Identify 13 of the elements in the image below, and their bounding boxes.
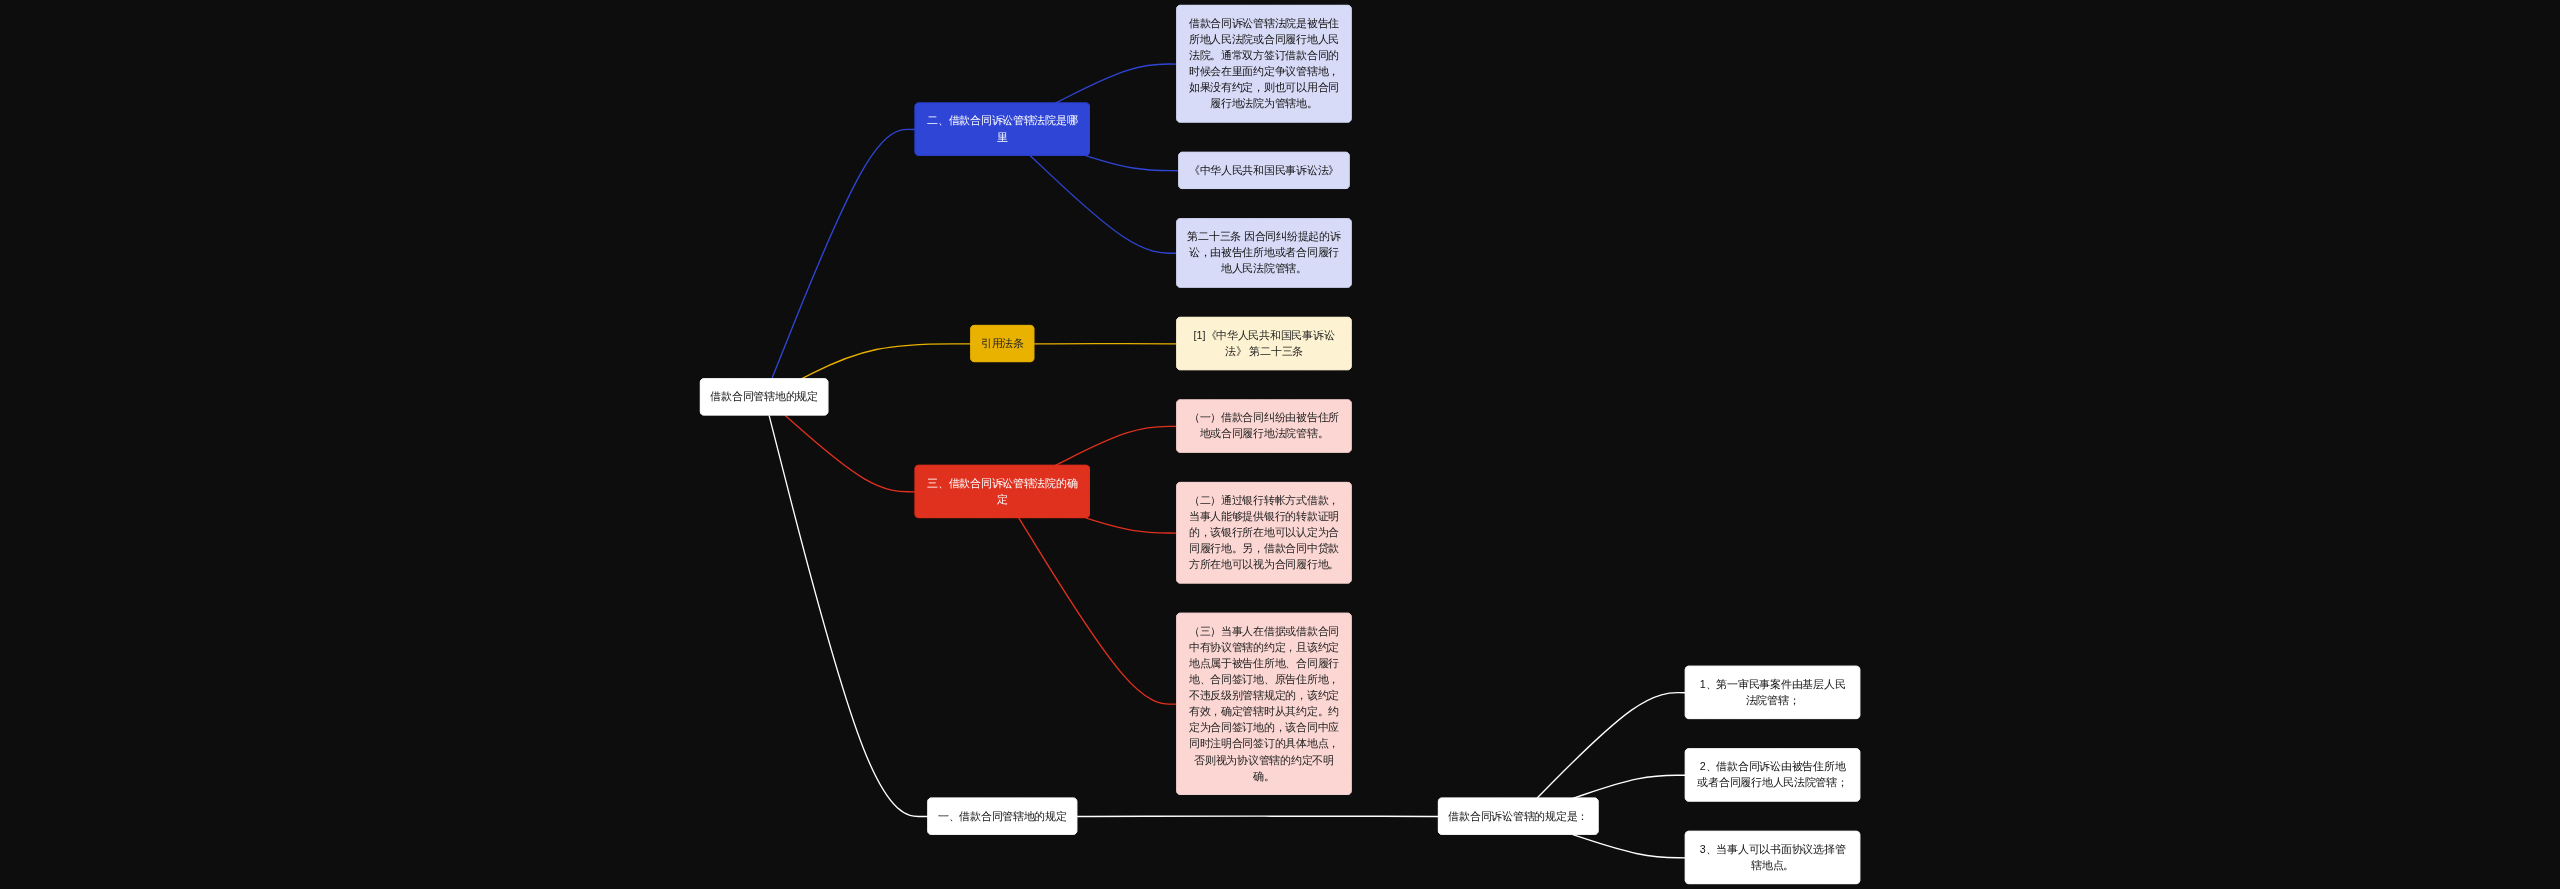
connector: [800, 343, 972, 380]
connector: [1535, 692, 1687, 800]
connector: [1084, 155, 1180, 172]
connector: [1572, 834, 1687, 859]
connector: [768, 414, 929, 818]
connector: [784, 414, 916, 493]
connector: [1029, 155, 1178, 254]
connector: [1018, 517, 1178, 705]
connector: [770, 128, 916, 380]
connector: [1033, 342, 1178, 345]
connector: [1076, 815, 1440, 818]
connector: [1084, 517, 1178, 534]
connector: [1054, 425, 1178, 467]
